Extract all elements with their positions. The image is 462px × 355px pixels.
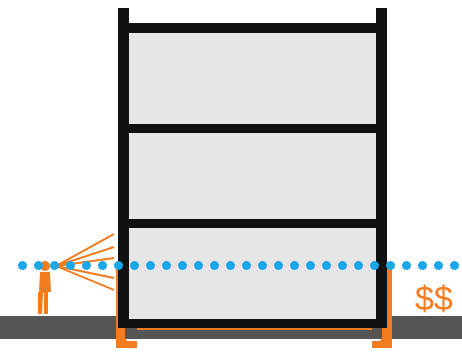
right-column xyxy=(376,8,387,326)
sightline-ray xyxy=(55,233,115,267)
roof-slab xyxy=(118,23,387,33)
sightline-dot xyxy=(418,261,427,270)
sightline-dotted-line xyxy=(18,261,459,270)
sightline-dot xyxy=(258,261,267,270)
sightline-dot xyxy=(354,261,363,270)
sightline-dot xyxy=(386,261,395,270)
sightline-dot xyxy=(370,261,379,270)
ground-floor-slab xyxy=(118,319,387,328)
sightline-dot xyxy=(322,261,331,270)
left-column xyxy=(118,8,129,326)
sightline-dot xyxy=(306,261,315,270)
sightline-dot xyxy=(98,261,107,270)
sightline-dot xyxy=(242,261,251,270)
sightline-dot xyxy=(434,261,443,270)
sightline-dot xyxy=(290,261,299,270)
sightline-dot xyxy=(162,261,171,270)
sightline-dot xyxy=(18,261,27,270)
floor-slab-lower xyxy=(118,219,387,228)
cost-label: $$ xyxy=(415,280,453,318)
sightline-dot xyxy=(130,261,139,270)
sightline-ray xyxy=(55,246,115,267)
sightline-dot xyxy=(274,261,283,270)
sightline-dot xyxy=(226,261,235,270)
sightline-ray xyxy=(55,265,115,291)
sightline-dot xyxy=(50,261,59,270)
building-interior xyxy=(124,30,382,320)
sightline-dot xyxy=(450,261,459,270)
sightline-ray xyxy=(55,265,115,279)
sightline-dot xyxy=(194,261,203,270)
sightline-dot xyxy=(402,261,411,270)
sightline-dot xyxy=(338,261,347,270)
sightline-dot xyxy=(66,261,75,270)
sightline-dot xyxy=(178,261,187,270)
sightline-dot xyxy=(146,261,155,270)
sightline-dot xyxy=(34,261,43,270)
sightline-dot xyxy=(82,261,91,270)
floor-slab-upper xyxy=(118,124,387,133)
sightline-dot xyxy=(210,261,219,270)
sightline-dot xyxy=(114,261,123,270)
